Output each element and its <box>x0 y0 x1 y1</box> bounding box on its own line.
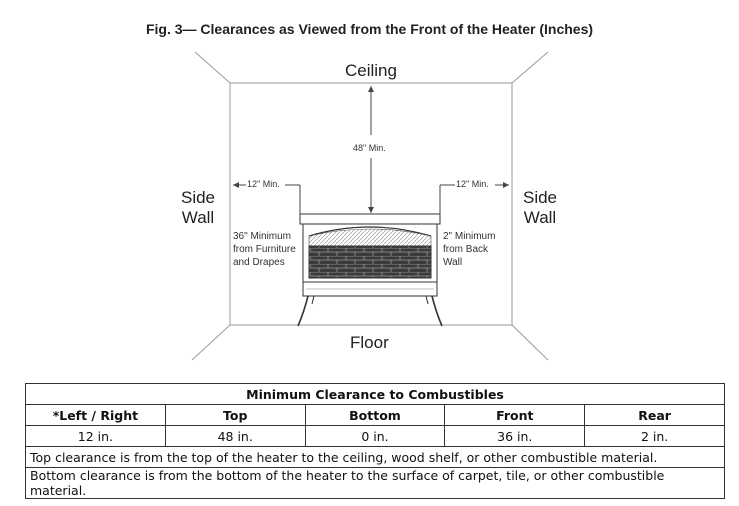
ceiling-label: Ceiling <box>345 61 397 80</box>
figure-title: Fig. 3— Clearances as Viewed from the Fr… <box>145 21 594 37</box>
value-left-right: 12 in. <box>25 425 166 447</box>
header-front: Front <box>444 404 586 426</box>
header-rear: Rear <box>584 404 725 426</box>
left-clearance-arrow <box>233 182 301 214</box>
right-side-wall-label: Side Wall <box>522 188 558 227</box>
back-clearance-note: 2" Minimum from Back Wall <box>443 231 496 268</box>
value-front: 36 in. <box>444 425 586 447</box>
header-top: Top <box>164 404 306 426</box>
stove-illustration <box>297 213 443 327</box>
value-bottom: 0 in. <box>304 425 446 447</box>
floor-label: Floor <box>350 333 389 352</box>
header-bottom: Bottom <box>304 404 446 426</box>
right-side-clearance-label: 12" Min. <box>456 179 489 189</box>
top-clearance-note: Top clearance is from the top of the hea… <box>25 446 725 468</box>
value-top: 48 in. <box>164 425 306 447</box>
right-clearance-arrow <box>439 182 509 214</box>
table-note-row: Top clearance is from the top of the hea… <box>25 446 725 468</box>
table-header-row: *Left / Right Top Bottom Front Rear <box>25 404 725 426</box>
room-walls <box>191 51 549 361</box>
table-value-row: 12 in. 48 in. 0 in. 36 in. 2 in. <box>25 425 725 447</box>
table-title-row: Minimum Clearance to Combustibles <box>25 383 725 405</box>
clearance-diagram <box>191 51 549 361</box>
table-note-row: Bottom clearance is from the bottom of t… <box>25 467 725 499</box>
front-clearance-note: 36" Minimum from Furniture and Drapes <box>233 231 296 268</box>
left-side-clearance-label: 12" Min. <box>247 179 280 189</box>
header-left-right: *Left / Right <box>25 404 166 426</box>
table-title: Minimum Clearance to Combustibles <box>25 383 725 405</box>
value-rear: 2 in. <box>584 425 725 447</box>
bottom-clearance-note: Bottom clearance is from the bottom of t… <box>25 467 725 499</box>
left-side-wall-label: Side Wall <box>180 188 216 227</box>
clearance-table: Minimum Clearance to Combustibles *Left … <box>25 383 725 499</box>
top-clearance-label: 48" Min. <box>353 143 386 153</box>
